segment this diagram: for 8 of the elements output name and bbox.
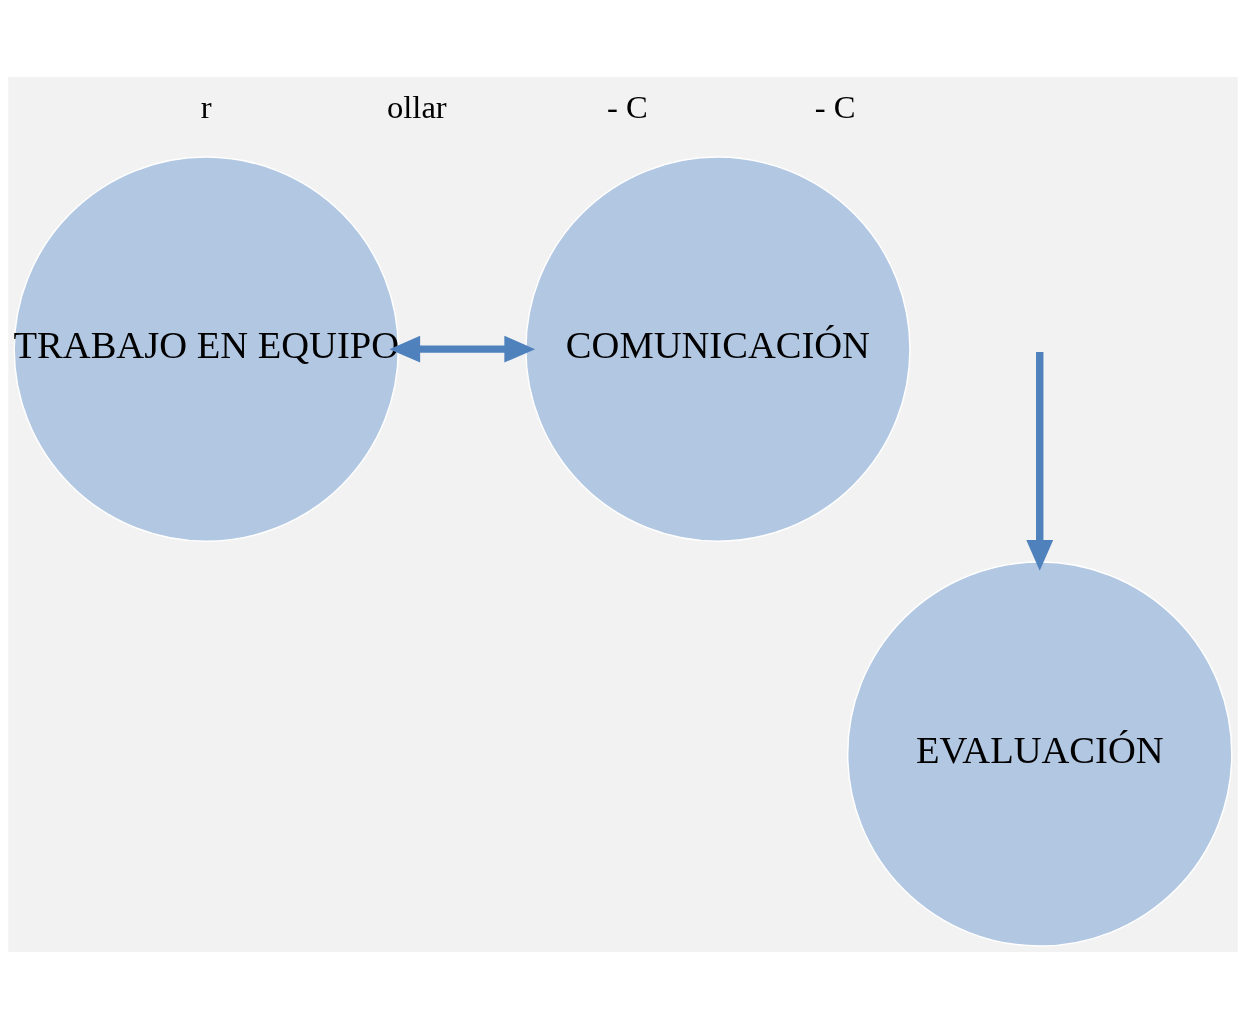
label: - C <box>607 88 648 125</box>
node-circle: EVALUACIÓN <box>846 560 1233 947</box>
label: - C <box>814 88 856 125</box>
node-circle: TRABAJO EN EQUIPO <box>13 155 400 542</box>
label: ollar <box>386 88 447 125</box>
label: r <box>200 88 212 125</box>
arrow <box>389 335 536 363</box>
node-circle: COMUNICACIÓN <box>525 155 911 542</box>
